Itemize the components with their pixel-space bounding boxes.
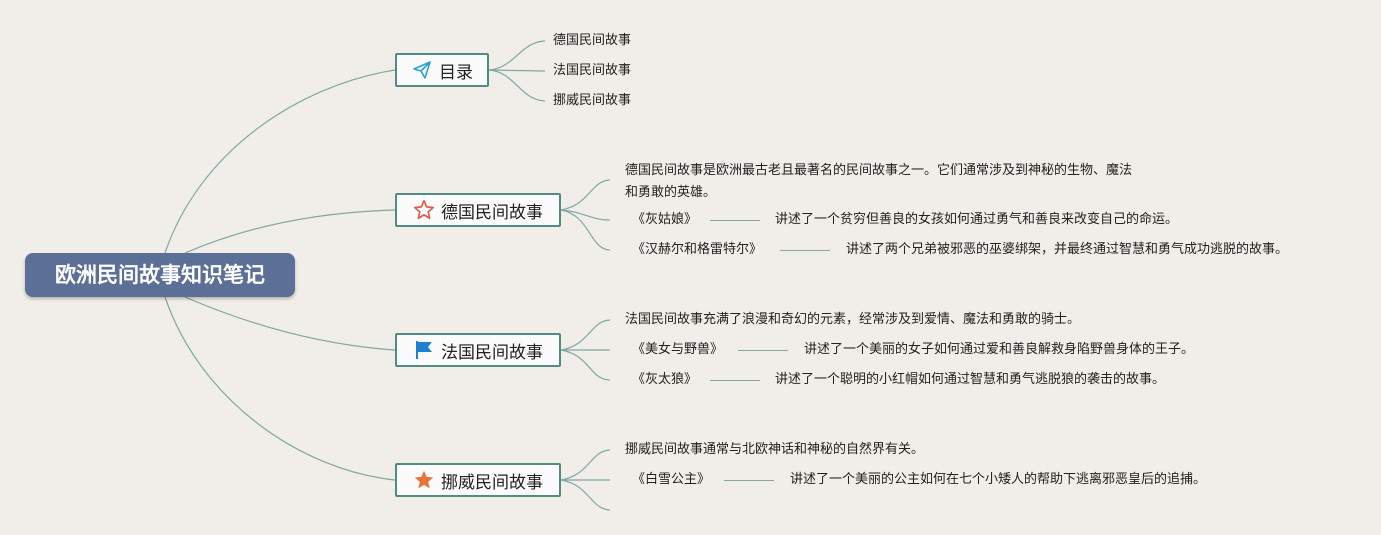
toc-item[interactable]: 法国民间故事 <box>553 63 632 78</box>
story-title[interactable]: 《灰太狼》 <box>632 372 698 387</box>
branch-intro: 德国民间故事是欧洲最古老且最著名的民间故事之一。它们通常涉及到神秘的生物、魔法和… <box>625 163 1133 200</box>
branch-intro: 挪威民间故事通常与北欧神话和神秘的自然界有关。 <box>625 442 925 457</box>
story-connector <box>710 380 760 381</box>
story-summary: 讲述了一个贫穷但善良的女孩如何通过勇气和善良来改变自己的命运。 <box>775 212 1179 227</box>
branch-intro: 法国民间故事充满了浪漫和奇幻的元素，经常涉及到爱情、魔法和勇敢的骑士。 <box>625 312 1081 327</box>
branch-germany[interactable]: 德国民间故事 <box>395 193 561 227</box>
star-outline-icon <box>413 199 435 221</box>
story-connector <box>780 250 830 251</box>
story-title[interactable]: 《汉赫尔和格雷特尔》 <box>632 242 763 257</box>
paper-plane-icon <box>411 59 433 81</box>
branch-label: 挪威民间故事 <box>441 472 543 493</box>
story-title[interactable]: 《白雪公主》 <box>632 472 711 487</box>
branch-norway[interactable]: 挪威民间故事 <box>395 463 561 497</box>
root-node[interactable]: 欧洲民间故事知识笔记 <box>25 253 295 297</box>
branch-france[interactable]: 法国民间故事 <box>395 333 561 367</box>
branch-contents[interactable]: 目录 <box>395 53 489 87</box>
story-summary: 讲述了两个兄弟被邪恶的巫婆绑架，并最终通过智慧和勇气成功逃脱的故事。 <box>846 242 1289 257</box>
story-summary: 讲述了一个美丽的女子如何通过爱和善良解救身陷野兽身体的王子。 <box>804 342 1195 357</box>
branch-label: 法国民间故事 <box>441 342 543 363</box>
branch-label: 德国民间故事 <box>441 202 543 223</box>
story-connector <box>738 350 788 351</box>
branch-label: 目录 <box>439 62 473 83</box>
story-connector <box>710 220 760 221</box>
flag-icon <box>413 339 435 361</box>
toc-item[interactable]: 德国民间故事 <box>553 33 632 48</box>
story-title[interactable]: 《美女与野兽》 <box>632 342 724 357</box>
story-summary: 讲述了一个美丽的公主如何在七个小矮人的帮助下逃离邪恶皇后的追捕。 <box>790 472 1207 487</box>
toc-item[interactable]: 挪威民间故事 <box>553 93 632 108</box>
story-title[interactable]: 《灰姑娘》 <box>632 212 698 227</box>
star-filled-icon <box>413 469 435 491</box>
story-connector <box>724 480 774 481</box>
story-summary: 讲述了一个聪明的小红帽如何通过智慧和勇气逃脱狼的袭击的故事。 <box>775 372 1166 387</box>
